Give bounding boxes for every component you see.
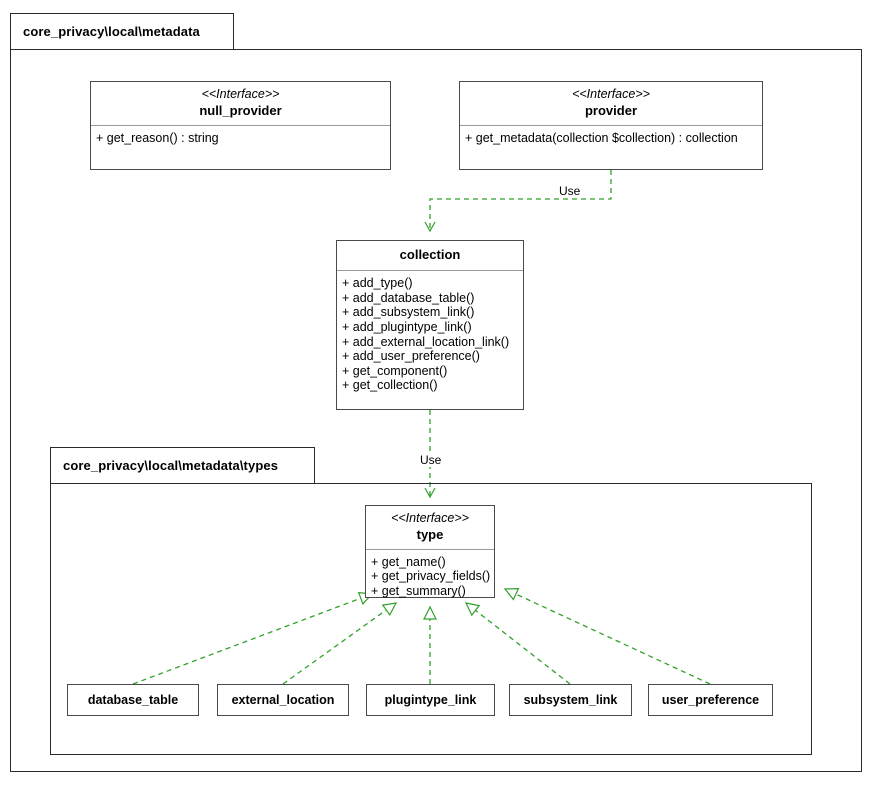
class-name: plugintype_link <box>384 693 477 707</box>
class-header: collection <box>337 241 523 272</box>
class-header: <<Interface>> provider <box>460 82 762 126</box>
class-member: + get_summary() <box>371 584 466 598</box>
class-member: + get_privacy_fields() <box>371 569 491 584</box>
package-title: core_privacy\local\metadata <box>23 24 200 39</box>
stereotype-label: <<Interface>> <box>201 87 280 101</box>
class-name: type <box>416 526 444 542</box>
class-member: + add_database_table() <box>342 290 475 305</box>
class-user-preference[interactable]: user_preference <box>648 684 773 716</box>
class-member: + get_collection() <box>342 378 438 393</box>
class-header: <<Interface>> null_provider <box>91 82 390 126</box>
package-title: core_privacy\local\metadata\types <box>63 458 279 473</box>
class-member: + get_component() <box>342 363 448 378</box>
class-name: subsystem_link <box>523 693 618 707</box>
package-label-core-privacy-metadata: core_privacy\local\metadata <box>10 13 234 50</box>
class-collection[interactable]: collection + add_type() + add_database_t… <box>336 240 524 410</box>
class-provider[interactable]: <<Interface>> provider + get_metadata(co… <box>459 81 763 170</box>
class-plugintype-link[interactable]: plugintype_link <box>366 684 495 716</box>
class-members: + add_type() + add_database_table() + ad… <box>337 271 523 399</box>
package-core-privacy-metadata-types <box>50 483 812 755</box>
relation-label-text: Use <box>559 184 581 198</box>
class-members: + get_name() + get_privacy_fields() + ge… <box>366 550 494 605</box>
class-member: + add_user_preference() <box>342 349 480 364</box>
class-name: database_table <box>87 693 179 707</box>
class-members: + get_reason() : string <box>91 126 390 152</box>
class-database-table[interactable]: database_table <box>67 684 199 716</box>
class-members: + get_metadata(collection $collection) :… <box>460 126 762 152</box>
class-name: user_preference <box>661 693 760 707</box>
stereotype-label: <<Interface>> <box>391 511 469 525</box>
class-type[interactable]: <<Interface>> type + get_name() + get_pr… <box>365 505 495 598</box>
class-member: + add_type() <box>342 276 413 291</box>
class-member: + add_plugintype_link() <box>342 319 472 334</box>
class-subsystem-link[interactable]: subsystem_link <box>509 684 632 716</box>
stereotype-label: <<Interface>> <box>572 87 650 101</box>
relation-label-use-collection-type: Use <box>418 453 444 467</box>
class-member: + add_subsystem_link() <box>342 305 475 320</box>
class-null-provider[interactable]: <<Interface>> null_provider + get_reason… <box>90 81 391 170</box>
class-name: null_provider <box>199 102 282 118</box>
package-core-privacy-metadata <box>10 49 862 772</box>
class-member: + get_metadata(collection $collection) :… <box>465 130 738 145</box>
class-member: + add_external_location_link() <box>342 334 510 349</box>
class-name: external_location <box>231 693 335 707</box>
class-name: provider <box>584 102 637 118</box>
relation-label-use-provider-collection: Use <box>557 184 583 198</box>
relation-label-text: Use <box>420 453 442 467</box>
class-external-location[interactable]: external_location <box>217 684 349 716</box>
package-label-core-privacy-metadata-types: core_privacy\local\metadata\types <box>50 447 315 484</box>
class-name: collection <box>399 247 461 262</box>
class-header: <<Interface>> type <box>366 506 494 550</box>
class-member: + get_reason() : string <box>96 130 219 145</box>
class-member: + get_name() <box>371 554 446 569</box>
